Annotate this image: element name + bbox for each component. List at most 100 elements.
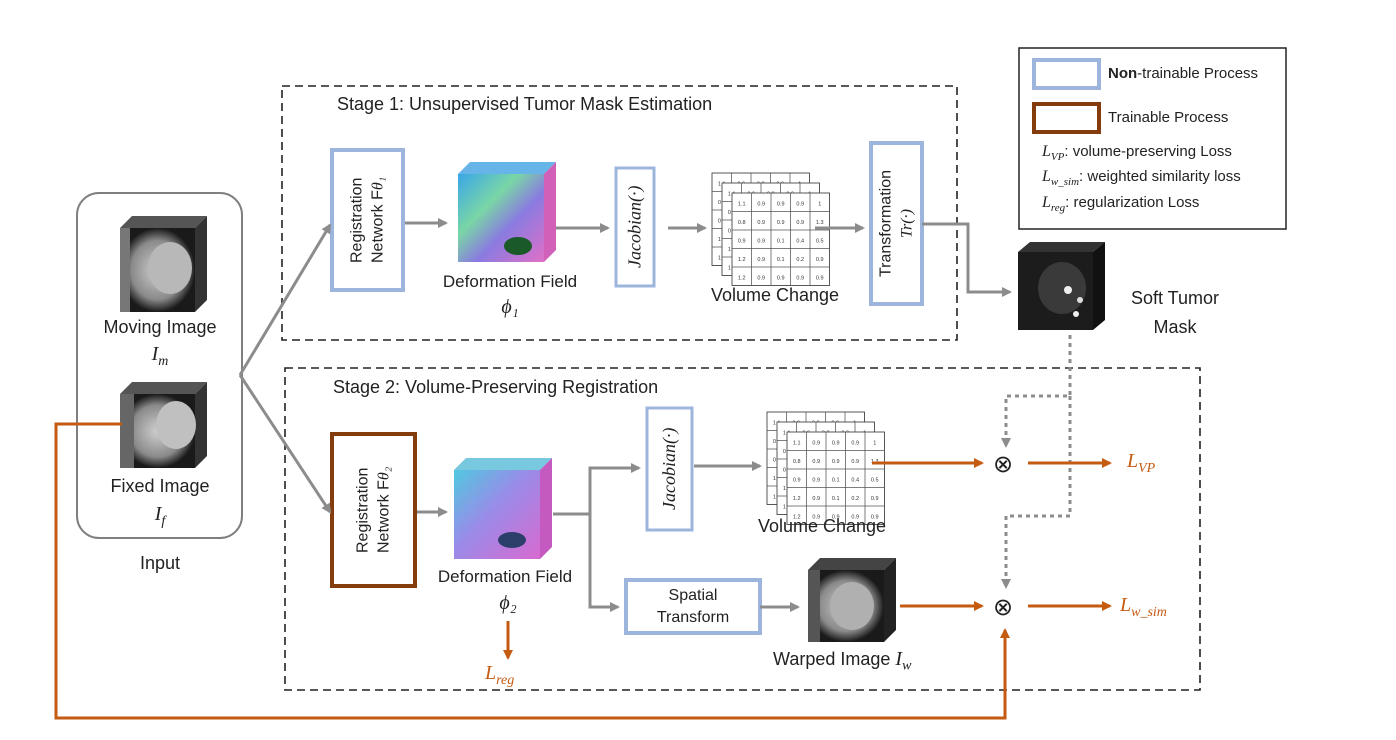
volume-change-value: 0.9 — [851, 441, 859, 447]
stage1-volume-change-label: Volume Change — [710, 285, 840, 305]
fixed-image-label: Fixed Image — [110, 476, 210, 496]
volume-change-value: 0.8 — [793, 459, 801, 465]
stage2-volume-change-grid: 1.10.90.80.910.80.91.21.21.10.90.80.910.… — [766, 411, 885, 525]
legend-trainable-label: Trainable Process — [1108, 109, 1229, 126]
legend-non-trainable-label: Non-trainable Process — [1108, 65, 1259, 82]
stage2-deformation-field-cube — [454, 458, 552, 559]
volume-change-value: 0.4 — [796, 239, 804, 245]
volume-change-value: 0.9 — [793, 478, 801, 484]
volume-change-value: 1.1 — [738, 202, 746, 208]
stage1-jacobian-box — [614, 166, 656, 288]
loss-w-sim: Lw_sim — [1120, 594, 1167, 620]
volume-change-value: 1.3 — [816, 220, 824, 226]
volume-change-value: 0.9 — [851, 515, 859, 521]
stage2-jacobian-box — [645, 406, 694, 532]
volume-change-value: 0.1 — [777, 239, 785, 245]
volume-change-value: 0.9 — [796, 220, 804, 226]
volume-change-value: 1.2 — [793, 496, 801, 502]
volume-change-value: 0.9 — [812, 478, 820, 484]
volume-change-value: 0.5 — [871, 478, 879, 484]
volume-change-value: 0.2 — [796, 257, 804, 263]
warped-image-label: Warped Image Iw — [773, 648, 912, 674]
arrow-s2-field-to-spatial — [588, 514, 620, 612]
stage1-title: Stage 1: Unsupervised Tumor Mask Estimat… — [337, 94, 713, 114]
volume-change-value: 0.9 — [777, 202, 785, 208]
volume-change-value: 0.5 — [816, 239, 824, 245]
volume-change-value: 0.9 — [796, 276, 804, 282]
volume-change-value: 0.9 — [816, 257, 824, 263]
arrow-transform-to-mask — [922, 222, 1012, 297]
volume-change-cell — [864, 505, 885, 525]
legend-sim-loss: Lw_sim: weighted similarity loss — [1042, 168, 1241, 188]
volume-change-value: 0.1 — [777, 257, 785, 263]
volume-change-value: 0.9 — [757, 220, 765, 226]
volume-change-cell — [809, 266, 830, 286]
stage2-deformation-field-label: Deformation Field — [437, 567, 573, 586]
volume-change-value: 0.9 — [738, 239, 746, 245]
moving-image-symbol: Im — [151, 343, 169, 369]
stage1-deformation-field-symbol: ϕ₁ — [501, 296, 519, 318]
volume-change-value: 0.9 — [832, 459, 840, 465]
dotted-mask-to-sim — [1001, 396, 1072, 589]
stage2-jacobian-label: Jacobian(·) — [659, 427, 679, 511]
volume-change-layer — [731, 192, 830, 286]
volume-change-value: 0.9 — [832, 515, 840, 521]
volume-change-value: 0.9 — [871, 496, 879, 502]
volume-change-value: 0.8 — [738, 220, 746, 226]
dotted-mask-to-vp — [1001, 335, 1072, 448]
volume-change-value: 1.2 — [738, 276, 746, 282]
arrow-input-to-stage2 — [238, 374, 332, 514]
legend-reg-loss: Lreg: regularization Loss — [1042, 194, 1200, 214]
stage2-box — [284, 367, 1201, 691]
loss-reg: Lreg — [485, 662, 515, 688]
stage1-registration-network-box — [330, 148, 405, 292]
volume-change-value: 0.1 — [832, 478, 840, 484]
soft-tumor-mask-label-2: Mask — [1153, 317, 1197, 337]
sim-multiply-operator: ⊗ — [993, 594, 1014, 621]
volume-change-value: 0.4 — [851, 478, 859, 484]
legend-vp-loss: LVP: volume-preserving Loss — [1042, 143, 1232, 163]
legend-trainable-swatch — [1032, 102, 1101, 134]
volume-change-value: 1.2 — [793, 515, 801, 521]
volume-change-value: 0.9 — [812, 441, 820, 447]
volume-change-value: 0.9 — [757, 257, 765, 263]
stage2-volume-change-label: Volume Change — [757, 516, 887, 536]
volume-change-value: 0.2 — [851, 496, 859, 502]
volume-change-value: 0.9 — [812, 515, 820, 521]
volume-change-value: 0.9 — [777, 220, 785, 226]
loss-vp: LVP — [1127, 450, 1156, 476]
volume-change-value: 0.9 — [796, 202, 804, 208]
fixed-image-symbol: If — [154, 503, 166, 529]
warped-image-thumbnail — [808, 558, 896, 642]
stage1-jacobian-label: Jacobian(·) — [624, 185, 645, 269]
legend-non-trainable-swatch — [1032, 58, 1101, 90]
volume-change-value: 0.9 — [851, 459, 859, 465]
stage2-title: Stage 2: Volume-Preserving Registration — [333, 377, 659, 397]
arrow-s2-field-split — [553, 463, 641, 516]
moving-image-label: Moving Image — [103, 317, 217, 337]
orange-fixed-to-sim — [54, 422, 1010, 720]
volume-change-value: 0.9 — [871, 515, 879, 521]
input-caption: Input — [139, 553, 181, 573]
arrow-input-to-stage1 — [238, 223, 332, 376]
volume-change-value: 0.9 — [757, 239, 765, 245]
volume-change-value: 1.1 — [793, 441, 801, 447]
volume-change-value: 0.9 — [832, 441, 840, 447]
stage2-registration-network-box — [330, 432, 417, 588]
volume-change-value: 0.9 — [812, 459, 820, 465]
volume-change-value: 0.9 — [812, 496, 820, 502]
stage1-box — [281, 85, 958, 341]
volume-change-value: 1 — [818, 202, 821, 208]
volume-change-value: 1.2 — [738, 257, 746, 263]
stage1-volume-change-grid: 1.10.90.80.910.80.91.21.21.10.90.80.910.… — [711, 172, 830, 286]
volume-change-value: 0.9 — [757, 276, 765, 282]
volume-change-value: 0.9 — [816, 276, 824, 282]
volume-change-value: 1 — [873, 441, 876, 447]
volume-change-value: 0.9 — [777, 276, 785, 282]
moving-image-thumbnail — [120, 216, 207, 312]
